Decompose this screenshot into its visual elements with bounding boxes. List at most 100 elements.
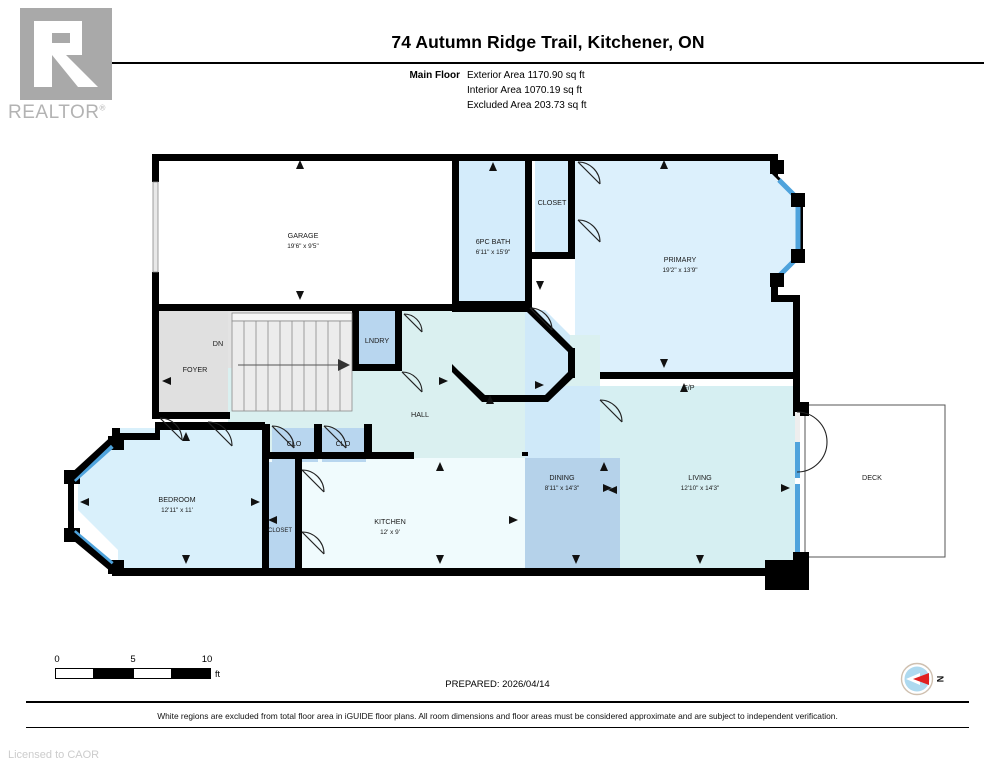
label-bath: 6PC BATH — [476, 237, 511, 246]
room-fill-bedroom-closet — [265, 462, 297, 572]
wall-house-bottom — [112, 568, 772, 576]
room-fill-deck — [804, 404, 946, 558]
door-leaves — [159, 161, 623, 555]
scale-tick-5: 5 — [130, 654, 136, 665]
window-living-patio-2 — [795, 484, 800, 552]
floor-plan-drawing: GARAGE 19'6" x 9'5" 6PC BATH 6'11" x 15'… — [0, 140, 995, 610]
wall-lndry-right — [395, 308, 402, 370]
label-garage: GARAGE — [288, 231, 319, 240]
wall-bedroom-bay-outline — [68, 432, 116, 576]
disclaimer-divider-top — [26, 701, 969, 703]
room-fill-closet-top — [535, 158, 571, 256]
wall-bay-corner-2 — [791, 193, 805, 207]
wall-bath-right — [525, 154, 532, 306]
dim-bedroom: 12'11" x 11' — [161, 507, 193, 514]
dim-kitchen: 12' x 9' — [380, 529, 400, 536]
wall-clo-right — [364, 424, 372, 458]
wall-lndry-bottom — [352, 364, 402, 371]
header-divider — [112, 62, 984, 64]
label-deck: DECK — [862, 473, 882, 482]
registered-mark: ® — [99, 103, 106, 113]
wall-lndry-left — [352, 308, 359, 370]
disclaimer-divider-bottom — [26, 727, 969, 729]
wall-clo-left — [262, 424, 270, 458]
compass-rose: N — [900, 662, 948, 696]
licensed-text: Licensed to CAOR — [8, 749, 100, 761]
label-closet-top: CLOSET — [538, 198, 567, 207]
room-fill-bedroom — [78, 428, 265, 572]
wall-clo-mid — [314, 424, 322, 458]
wall-garage-left-lower — [152, 272, 159, 310]
door-swing-living — [796, 411, 828, 473]
room-fill-hall-upper — [397, 310, 459, 370]
wall-garage-bottom — [152, 304, 457, 311]
realtor-wordmark-text: REALTOR — [8, 102, 100, 123]
scale-bar: 0 5 10 ft — [54, 654, 220, 680]
wall-bedroom-closet-right — [295, 458, 302, 570]
label-dining: DINING — [549, 473, 575, 482]
scale-tick-0: 0 — [54, 654, 60, 665]
wall-bedroom-closet-left — [262, 458, 269, 570]
label-clo-left: CLO — [287, 439, 302, 448]
label-bedroom-closet: CLOSET — [268, 528, 292, 534]
door-swings — [159, 161, 623, 555]
window-garage-door — [152, 181, 159, 273]
window-living-patio — [795, 418, 800, 478]
r-stem-vertical — [34, 21, 52, 87]
realtor-r-mark — [20, 8, 112, 100]
dim-living: 12'10" x 14'3" — [681, 485, 720, 492]
area-row-exterior: Main Floor Exterior Area 1170.90 sq ft — [400, 68, 820, 83]
dim-garage: 19'6" x 9'5" — [287, 243, 319, 250]
label-living: LIVING — [688, 473, 712, 482]
door-swing-living-fill — [795, 412, 800, 442]
scale-seg-1 — [55, 668, 94, 679]
room-fill-garage — [155, 158, 455, 306]
window-bedroom-bay-bottom — [72, 530, 114, 566]
room-fill-foyer — [158, 310, 228, 415]
label-clo-right: CLO — [336, 439, 351, 448]
exterior-area-text: Exterior Area 1170.90 sq ft — [467, 70, 585, 81]
room-fill-hall — [228, 310, 600, 458]
wall-closet-right — [568, 154, 575, 258]
wall-powder-right — [568, 348, 575, 378]
scale-unit: ft — [215, 669, 221, 679]
room-fill-living — [600, 386, 795, 572]
label-lndry: LNDRY — [365, 336, 389, 345]
room-fill-primary — [575, 158, 800, 372]
wall-garage-right — [452, 154, 459, 311]
prepared-date: PREPARED: 2026/04/14 — [445, 679, 550, 690]
compass-north-label: N — [935, 676, 945, 683]
wall-foyer-left — [152, 308, 159, 418]
scale-seg-3 — [133, 668, 172, 679]
wall-bay-corner-1 — [770, 160, 784, 174]
page-title: 74 Autumn Ridge Trail, Kitchener, ON — [391, 32, 705, 52]
wall-bay-corner-3 — [791, 249, 805, 263]
label-kitchen: KITCHEN — [374, 517, 406, 526]
label-hall: HALL — [411, 410, 429, 419]
room-fill-kitchen — [265, 458, 525, 572]
label-primary: PRIMARY — [664, 255, 697, 264]
dim-bath: 6'11" x 15'9" — [476, 249, 511, 256]
room-fill-lndry — [357, 310, 397, 368]
window-bedroom-bay-top — [72, 444, 114, 482]
r-leg — [52, 55, 98, 87]
wall-living-bottom-block — [765, 560, 809, 590]
excluded-area-text: Excluded Area 203.73 sq ft — [467, 100, 587, 111]
label-foyer: FOYER — [183, 365, 208, 374]
dim-primary: 19'2" x 13'9" — [662, 267, 697, 274]
floor-label: Main Floor — [409, 70, 460, 81]
wall-bedroom-bay — [120, 422, 265, 440]
scale-seg-4 — [172, 668, 211, 679]
wall-bath-bottom — [452, 301, 532, 308]
room-labels: GARAGE 19'6" x 9'5" 6PC BATH 6'11" x 15'… — [158, 198, 882, 536]
wall-closet-bottom — [525, 252, 575, 259]
wall-garage-left-upper — [152, 154, 159, 182]
wall-kitchen-top — [262, 452, 414, 459]
compass-outer-ring — [900, 662, 934, 696]
room-fill-bath — [459, 158, 527, 302]
wall-garage-top — [152, 154, 622, 161]
label-bedroom: BEDROOM — [158, 495, 195, 504]
dim-dining: 8'11" x 14'3" — [545, 485, 580, 492]
